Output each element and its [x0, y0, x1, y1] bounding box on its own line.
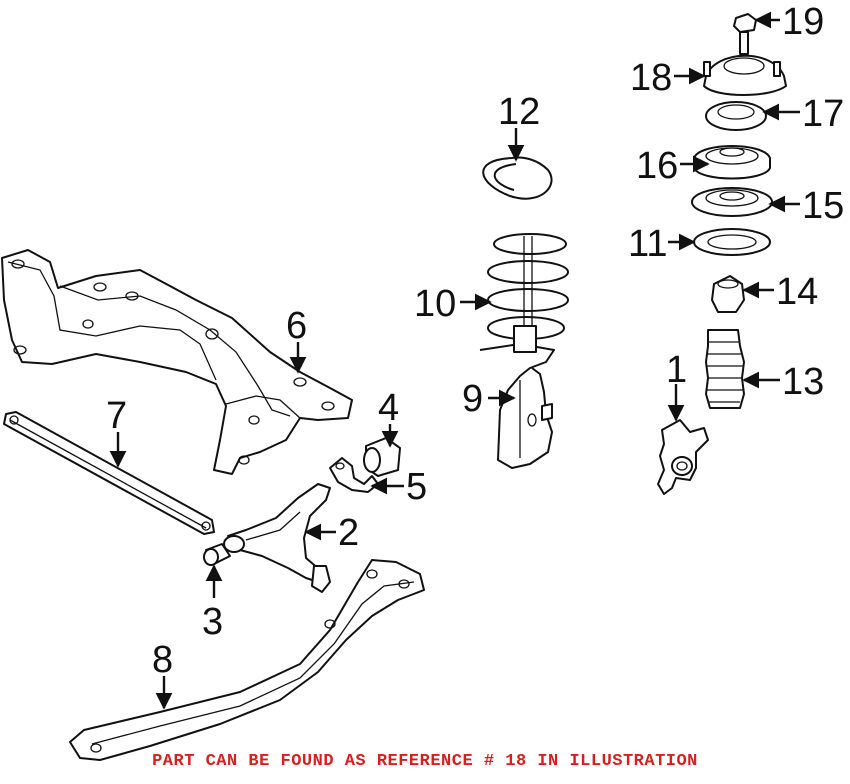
control-arm-part: [223, 483, 331, 593]
callout-15: 15: [802, 185, 844, 227]
callout-13: 13: [782, 361, 824, 403]
callout-labels: 1 2 3 4 5 6 7 8 9 10 11 12 13 14 15 16 1…: [106, 1, 844, 681]
callout-3: 3: [202, 601, 223, 643]
callout-4: 4: [378, 387, 399, 429]
callout-7: 7: [106, 395, 127, 437]
callout-19: 19: [782, 1, 824, 43]
callout-9: 9: [462, 378, 483, 420]
callout-6: 6: [286, 305, 307, 347]
callout-11: 11: [628, 223, 667, 265]
knuckle-part: [657, 419, 709, 495]
strut-mount-part: [703, 31, 787, 96]
callout-5: 5: [406, 466, 427, 508]
bushing-part: [203, 543, 231, 566]
callout-1: 1: [666, 349, 687, 391]
bracket-5-part: [329, 457, 379, 493]
cover-part: [705, 101, 767, 131]
coil-spring-part: [487, 233, 569, 340]
tie-bar-part: [3, 411, 215, 535]
callout-14: 14: [776, 271, 818, 313]
bushing-4-part: [363, 437, 401, 477]
support-member-part: [69, 559, 425, 761]
subframe-part: [1, 249, 353, 475]
insulator-part: [691, 187, 773, 217]
callout-2: 2: [338, 512, 359, 554]
strut-part: [479, 325, 555, 469]
callout-18: 18: [630, 57, 672, 99]
callout-17: 17: [802, 93, 844, 135]
callout-12: 12: [498, 91, 540, 133]
nut-part: [733, 13, 757, 33]
leader-arrows: [109, 11, 800, 710]
spring-seat-part: [693, 228, 771, 256]
reference-caption: PART CAN BE FOUND AS REFERENCE # 18 IN I…: [152, 752, 698, 771]
bump-stop-part: [711, 275, 745, 313]
dust-boot-part: [705, 329, 745, 409]
callout-10: 10: [414, 283, 456, 325]
clip-part: [482, 156, 553, 200]
callout-8: 8: [152, 639, 173, 681]
bearing-part: [693, 145, 771, 180]
callout-16: 16: [636, 145, 678, 187]
